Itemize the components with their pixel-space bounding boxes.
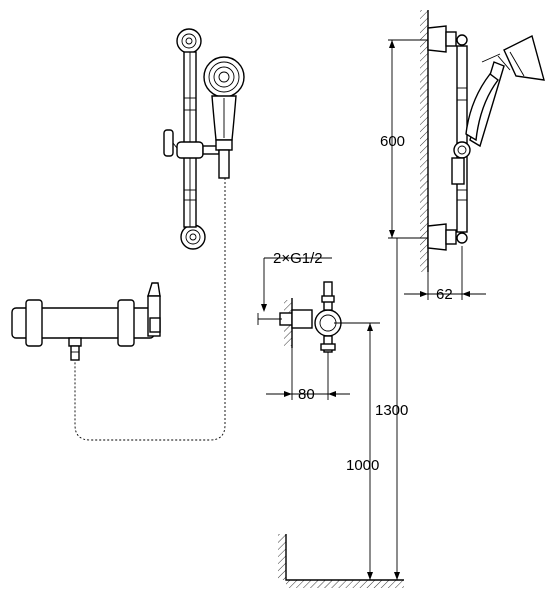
dim-1300-label: 1300 (375, 402, 408, 419)
front-hand-shower (203, 56, 245, 179)
floor (278, 534, 404, 588)
dim-1000-label: 1000 (346, 457, 379, 474)
connection-label: 2×G1/2 (273, 250, 323, 267)
front-slide-rail (163, 28, 220, 250)
dimension-lines (257, 39, 486, 580)
side-rail (420, 10, 545, 272)
dim-62-label: 62 (436, 286, 453, 303)
side-mixer (279, 281, 342, 353)
dim-600-label: 600 (380, 133, 405, 150)
shower-hose (74, 178, 226, 441)
front-mixer-body (11, 282, 161, 361)
dim-80-label: 80 (298, 386, 315, 403)
